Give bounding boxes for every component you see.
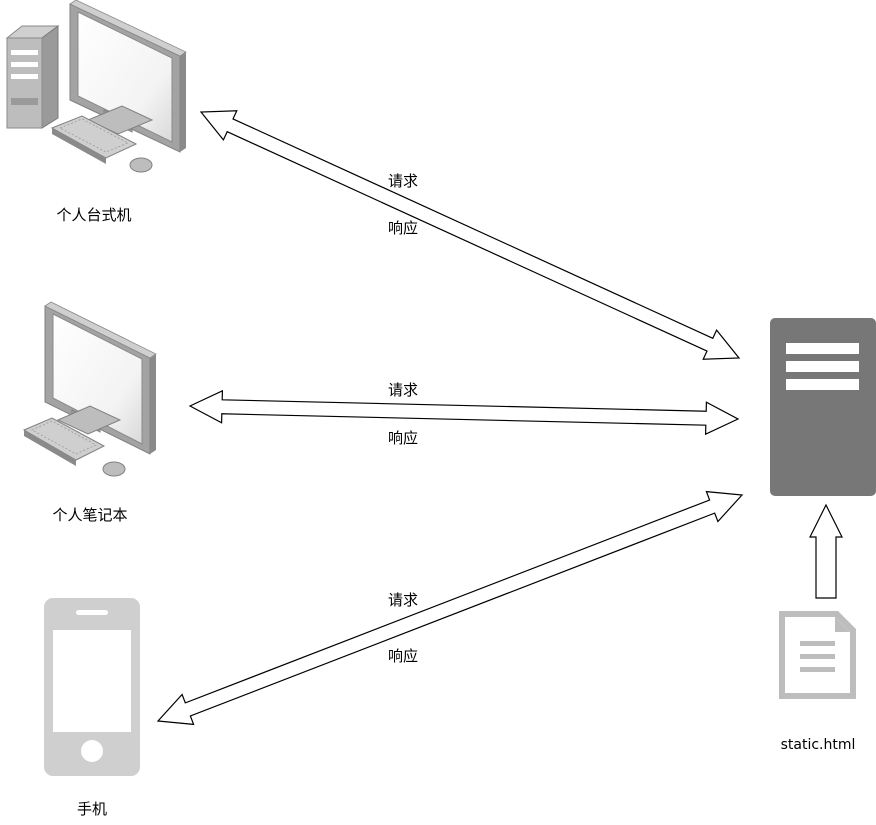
phone-response-label: 响应 bbox=[388, 647, 418, 665]
monitor-keyboard-icon bbox=[22, 301, 157, 477]
connection-arrows bbox=[156, 110, 744, 726]
server-icon bbox=[770, 318, 876, 496]
phone-label: 手机 bbox=[77, 800, 107, 818]
document-icon bbox=[779, 611, 856, 699]
laptop-server-arrow bbox=[188, 389, 740, 436]
laptop-request-label: 请求 bbox=[388, 381, 418, 399]
phone-server-arrow bbox=[156, 490, 744, 726]
phone-request-label: 请求 bbox=[388, 591, 418, 609]
desktop-computer-icon bbox=[5, 0, 187, 173]
laptop-response-label: 响应 bbox=[388, 429, 418, 447]
desktop-request-label: 请求 bbox=[388, 172, 418, 190]
desktop-response-label: 响应 bbox=[388, 219, 418, 237]
upload-arrow bbox=[809, 503, 843, 599]
desktop-label: 个人台式机 bbox=[56, 206, 131, 224]
smartphone-icon bbox=[44, 598, 140, 776]
laptop-label: 个人笔记本 bbox=[52, 506, 127, 524]
file-label: static.html bbox=[781, 737, 856, 753]
desktop-server-arrow bbox=[199, 110, 741, 360]
